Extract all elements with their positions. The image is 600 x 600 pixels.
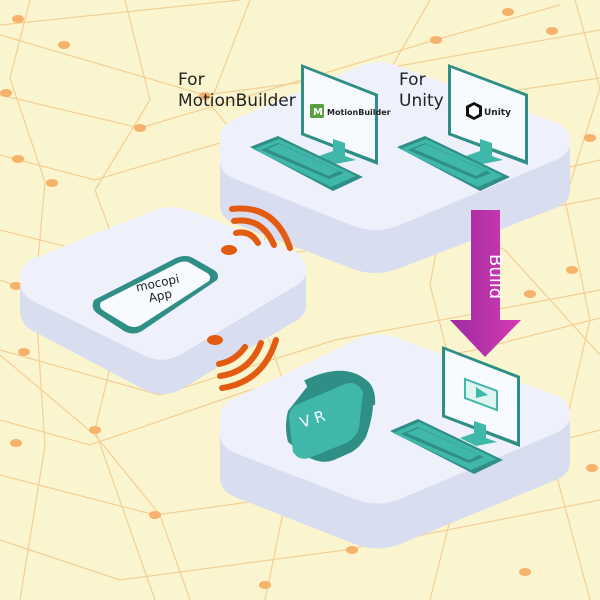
motionbuilder-computer: M MotionBuilder — [250, 64, 391, 191]
target-computer — [390, 346, 520, 474]
signal-upper-icon — [221, 205, 293, 255]
motionbuilder-label: For MotionBuilder — [178, 70, 296, 112]
mocopi-phone — [92, 256, 218, 334]
motionbuilder-label-line-1: For — [178, 70, 205, 90]
signal-lower-icon — [207, 335, 279, 391]
vr-headset-icon: V R — [286, 370, 376, 462]
unity-logo-text: Unity — [484, 108, 511, 118]
unity-computer: Unity — [397, 64, 528, 191]
motionbuilder-logo-text: MotionBuilder — [327, 108, 391, 117]
play-video-icon — [464, 377, 498, 412]
motionbuilder-logo-letter: M — [313, 107, 323, 118]
build-arrow — [450, 210, 521, 357]
motionbuilder-label-line-2: MotionBuilder — [178, 91, 296, 111]
build-label: Build — [485, 254, 506, 300]
unity-label-line-2: Unity — [399, 91, 444, 111]
unity-logo: Unity — [466, 102, 511, 120]
motionbuilder-logo: M MotionBuilder — [310, 104, 391, 118]
unity-label: For Unity — [399, 70, 444, 112]
unity-label-line-1: For — [399, 70, 426, 90]
